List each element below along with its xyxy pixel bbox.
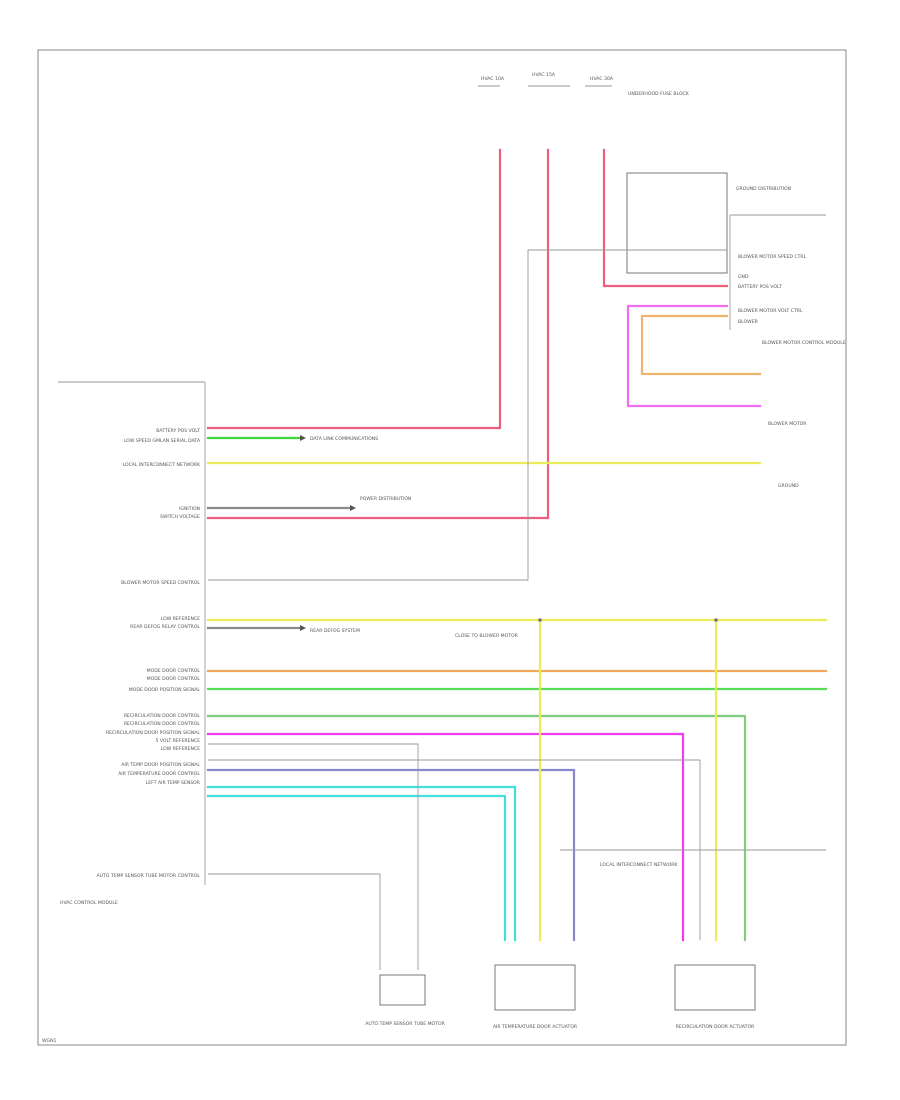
left-signal-15: LOW REFERENCE: [161, 746, 200, 752]
right-signal-4: BLOWER: [738, 319, 759, 325]
right-signal-0: BLOWER MOTOR SPEED CTRL: [738, 254, 807, 260]
wire-blower-volt: [626, 304, 762, 408]
right-signal-2: BATTERY POS VOLT: [738, 284, 782, 290]
component-label-2: RECIRCULATION DOOR ACTUATOR: [676, 1024, 755, 1030]
fuse-2-label: HVAC 15A: [532, 72, 556, 78]
fuse-block-label: UNDERHOOD FUSE BLOCK: [628, 91, 690, 97]
wire-recirc-control: [206, 714, 747, 942]
recirc-actuator-box: [674, 964, 756, 1011]
blower-control-module: GROUND DISTRIBUTION BLOWER MOTOR SPEED C…: [626, 172, 846, 489]
left-signal-0: BATTERY POS VOLT: [156, 428, 200, 434]
left-signal-9: MODE DOOR CONTROL: [147, 676, 201, 682]
data-link-note: DATA LINK COMMUNICATIONS: [310, 436, 378, 442]
rear-defog-note: REAR DEFOG SYSTEM: [310, 628, 360, 634]
wire-recirc-position: [206, 732, 685, 942]
diagram-frame: [37, 49, 847, 1046]
hvac-module-name: HVAC CONTROL MODULE: [60, 900, 118, 906]
left-signal-19: AUTO TEMP SENSOR TUBE MOTOR CONTROL: [97, 873, 201, 879]
lowref-arrow-icon: [350, 505, 356, 511]
left-signal-14: 5 VOLT REFERENCE: [155, 738, 200, 744]
wire-battery-pos: [206, 148, 502, 430]
wire-blower-orange: [640, 314, 762, 376]
left-signal-12: RECIRCULATION DOOR CONTROL: [124, 721, 201, 727]
wire-low-ref-3: [208, 759, 701, 940]
right-signal-1: GND: [738, 274, 749, 280]
gmlan-arrow-icon: [300, 435, 306, 441]
component-label-1: AIR TEMPERATURE DOOR ACTUATOR: [493, 1024, 578, 1030]
left-signal-10: MODE DOOR POSITION SIGNAL: [129, 687, 201, 693]
wire-blower-speed: [208, 249, 727, 581]
splice-dot-2: [714, 618, 718, 622]
air-temp-actuator-box: [494, 964, 576, 1011]
fuse-block: HVAC 10A HVAC 15A HVAC 30A UNDERHOOD FUS…: [478, 72, 690, 97]
left-signal-7: REAR DEFOG RELAY CONTROL: [130, 624, 200, 630]
fuse-3-label: HVAC 30A: [590, 76, 614, 82]
wire-auto-temp: [208, 873, 381, 970]
left-signal-8: MODE DOOR CONTROL: [147, 668, 201, 674]
wire-harness: [206, 148, 828, 942]
wire-5v-reference: [206, 768, 576, 942]
left-signal-17: AIR TEMPERATURE DOOR CONTROL: [118, 771, 200, 777]
left-signal-13: RECIRCULATION DOOR POSITION SIGNAL: [106, 730, 200, 736]
left-signal-2: LOCAL INTERCONNECT NETWORK: [123, 462, 201, 468]
hvac-control-module: HVAC CONTROL MODULE BATTERY POS VOLT LOW…: [58, 381, 206, 906]
left-signal-18: LEFT AIR TEMP SENSOR: [146, 780, 201, 786]
wire-low-ref-2: [208, 743, 419, 970]
splice-note-2: LOCAL INTERCONNECT NETWORK: [600, 862, 678, 868]
wire-ignition: [206, 148, 550, 520]
left-signal-1: LOW SPEED GMLAN SERIAL DATA: [124, 438, 201, 444]
ground-note: GROUND DISTRIBUTION: [736, 186, 791, 192]
component-label-0: AUTO TEMP SENSOR TUBE MOTOR: [365, 1021, 445, 1027]
splice-dot-1: [538, 618, 542, 622]
power-note: POWER DISTRIBUTION: [360, 496, 411, 502]
left-signal-5: BLOWER MOTOR SPEED CONTROL: [121, 580, 200, 586]
auto-temp-sensor-box: [379, 974, 426, 1006]
right-signal-3: BLOWER MOTOR VOLT CTRL: [738, 308, 803, 314]
blower-motor-note: BLOWER MOTOR: [768, 421, 807, 427]
fuse-1-label: HVAC 10A: [481, 76, 505, 82]
left-signal-6: LOW REFERENCE: [161, 616, 200, 622]
left-signal-16: AIR TEMP DOOR POSITION SIGNAL: [121, 762, 200, 768]
footer-code: WGN1: [42, 1038, 57, 1044]
left-signal-11: RECIRCULATION DOOR CONTROL: [124, 713, 201, 719]
left-signal-3: IGNITION: [179, 506, 200, 512]
left-signal-4: SWITCH VOLTAGE: [160, 514, 200, 520]
defog-arrow-icon: [300, 625, 306, 631]
wire-air-temp-control: [206, 785, 517, 942]
bottom-components: AUTO TEMP SENSOR TUBE MOTOR AIR TEMPERAT…: [365, 964, 756, 1030]
blower-relay-box: [626, 172, 728, 274]
splice-note-1: CLOSE TO BLOWER MOTOR: [455, 633, 519, 639]
ground-label: GROUND: [778, 483, 799, 489]
blower-relay-note: BLOWER MOTOR CONTROL MODULE: [762, 340, 846, 346]
wire-blower-battery: [602, 148, 729, 288]
wire-air-temp-position: [206, 794, 507, 942]
